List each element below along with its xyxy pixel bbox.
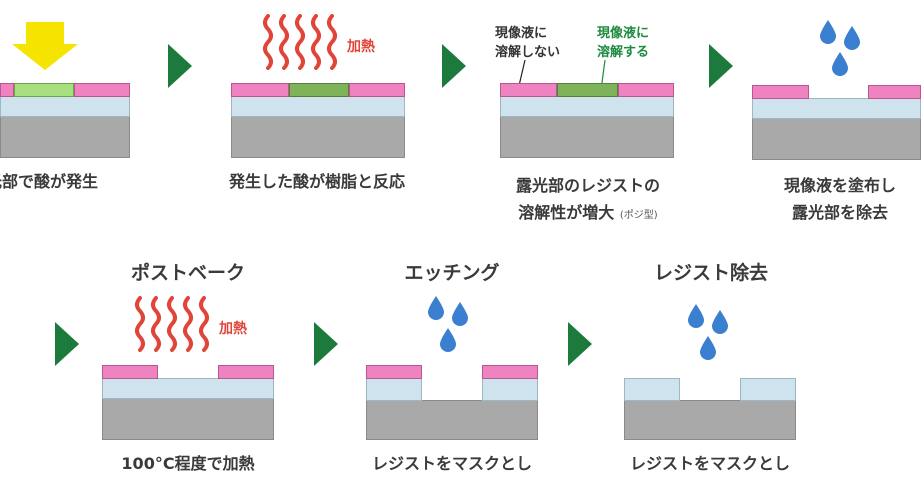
heat-wave-icon	[135, 296, 209, 352]
resist-reacted	[289, 83, 349, 97]
step-arrow-icon	[442, 44, 466, 88]
resist-left	[0, 83, 14, 97]
label-insoluble: 現像液に 溶解しない	[495, 26, 561, 60]
step-caption: 100°C程度で加熱	[121, 454, 255, 473]
step-arrow-icon	[709, 44, 733, 88]
step-arrow-icon	[55, 322, 79, 366]
film-layer	[102, 378, 274, 399]
resist-left	[752, 85, 809, 99]
resist-left	[366, 365, 422, 379]
substrate	[102, 398, 274, 440]
caption-note: (ポジ型)	[619, 210, 658, 221]
developer-drops-icon	[820, 20, 860, 76]
film-layer	[752, 98, 921, 119]
step-title: エッチング	[404, 262, 500, 284]
resist-right	[74, 83, 130, 97]
yellow-light-arrow-icon	[12, 22, 78, 70]
step-caption: レジストをマスクとし	[629, 454, 790, 473]
step-arrow-icon	[568, 322, 592, 366]
step-title: ポストベーク	[130, 262, 245, 284]
resist-right	[868, 85, 921, 99]
substrate	[624, 400, 796, 440]
step-arrow-icon	[314, 322, 338, 366]
heat-label: 加熱	[219, 321, 247, 337]
label-soluble: 現像液に 溶解する	[597, 26, 650, 60]
resist-left	[231, 83, 289, 97]
step-caption: 発生した酸が樹脂と反応	[228, 172, 405, 191]
substrate	[500, 116, 674, 158]
film-right	[740, 378, 796, 401]
film-right	[482, 378, 538, 401]
step-caption: 光部で酸が発生	[0, 172, 99, 191]
step-caption: レジストをマスクとし	[371, 454, 532, 473]
resist-right	[218, 365, 274, 379]
resist-right	[482, 365, 538, 379]
developer-drops-icon	[688, 304, 728, 360]
resist-right	[618, 83, 674, 97]
step-caption: 露光部のレジストの 溶解性が増大 (ポジ型)	[515, 176, 660, 222]
film-layer	[231, 96, 405, 117]
resist-left	[500, 83, 557, 97]
resist-left	[102, 365, 158, 379]
film-left	[366, 378, 422, 401]
film-layer	[0, 96, 130, 117]
substrate	[366, 400, 538, 440]
film-left	[624, 378, 680, 401]
substrate	[231, 116, 405, 158]
resist-exposed	[14, 83, 74, 97]
step-title: レジスト除去	[653, 262, 768, 284]
step-arrow-icon	[168, 44, 192, 88]
resist-right	[349, 83, 405, 97]
heat-wave-icon	[263, 14, 337, 70]
heat-label: 加熱	[347, 39, 375, 55]
resist-soluble	[557, 83, 618, 97]
substrate	[752, 118, 921, 160]
developer-drops-icon	[428, 296, 468, 352]
substrate	[0, 116, 130, 158]
step-caption: 現像液を塗布し 露光部を除去	[783, 176, 896, 222]
film-layer	[500, 96, 674, 117]
